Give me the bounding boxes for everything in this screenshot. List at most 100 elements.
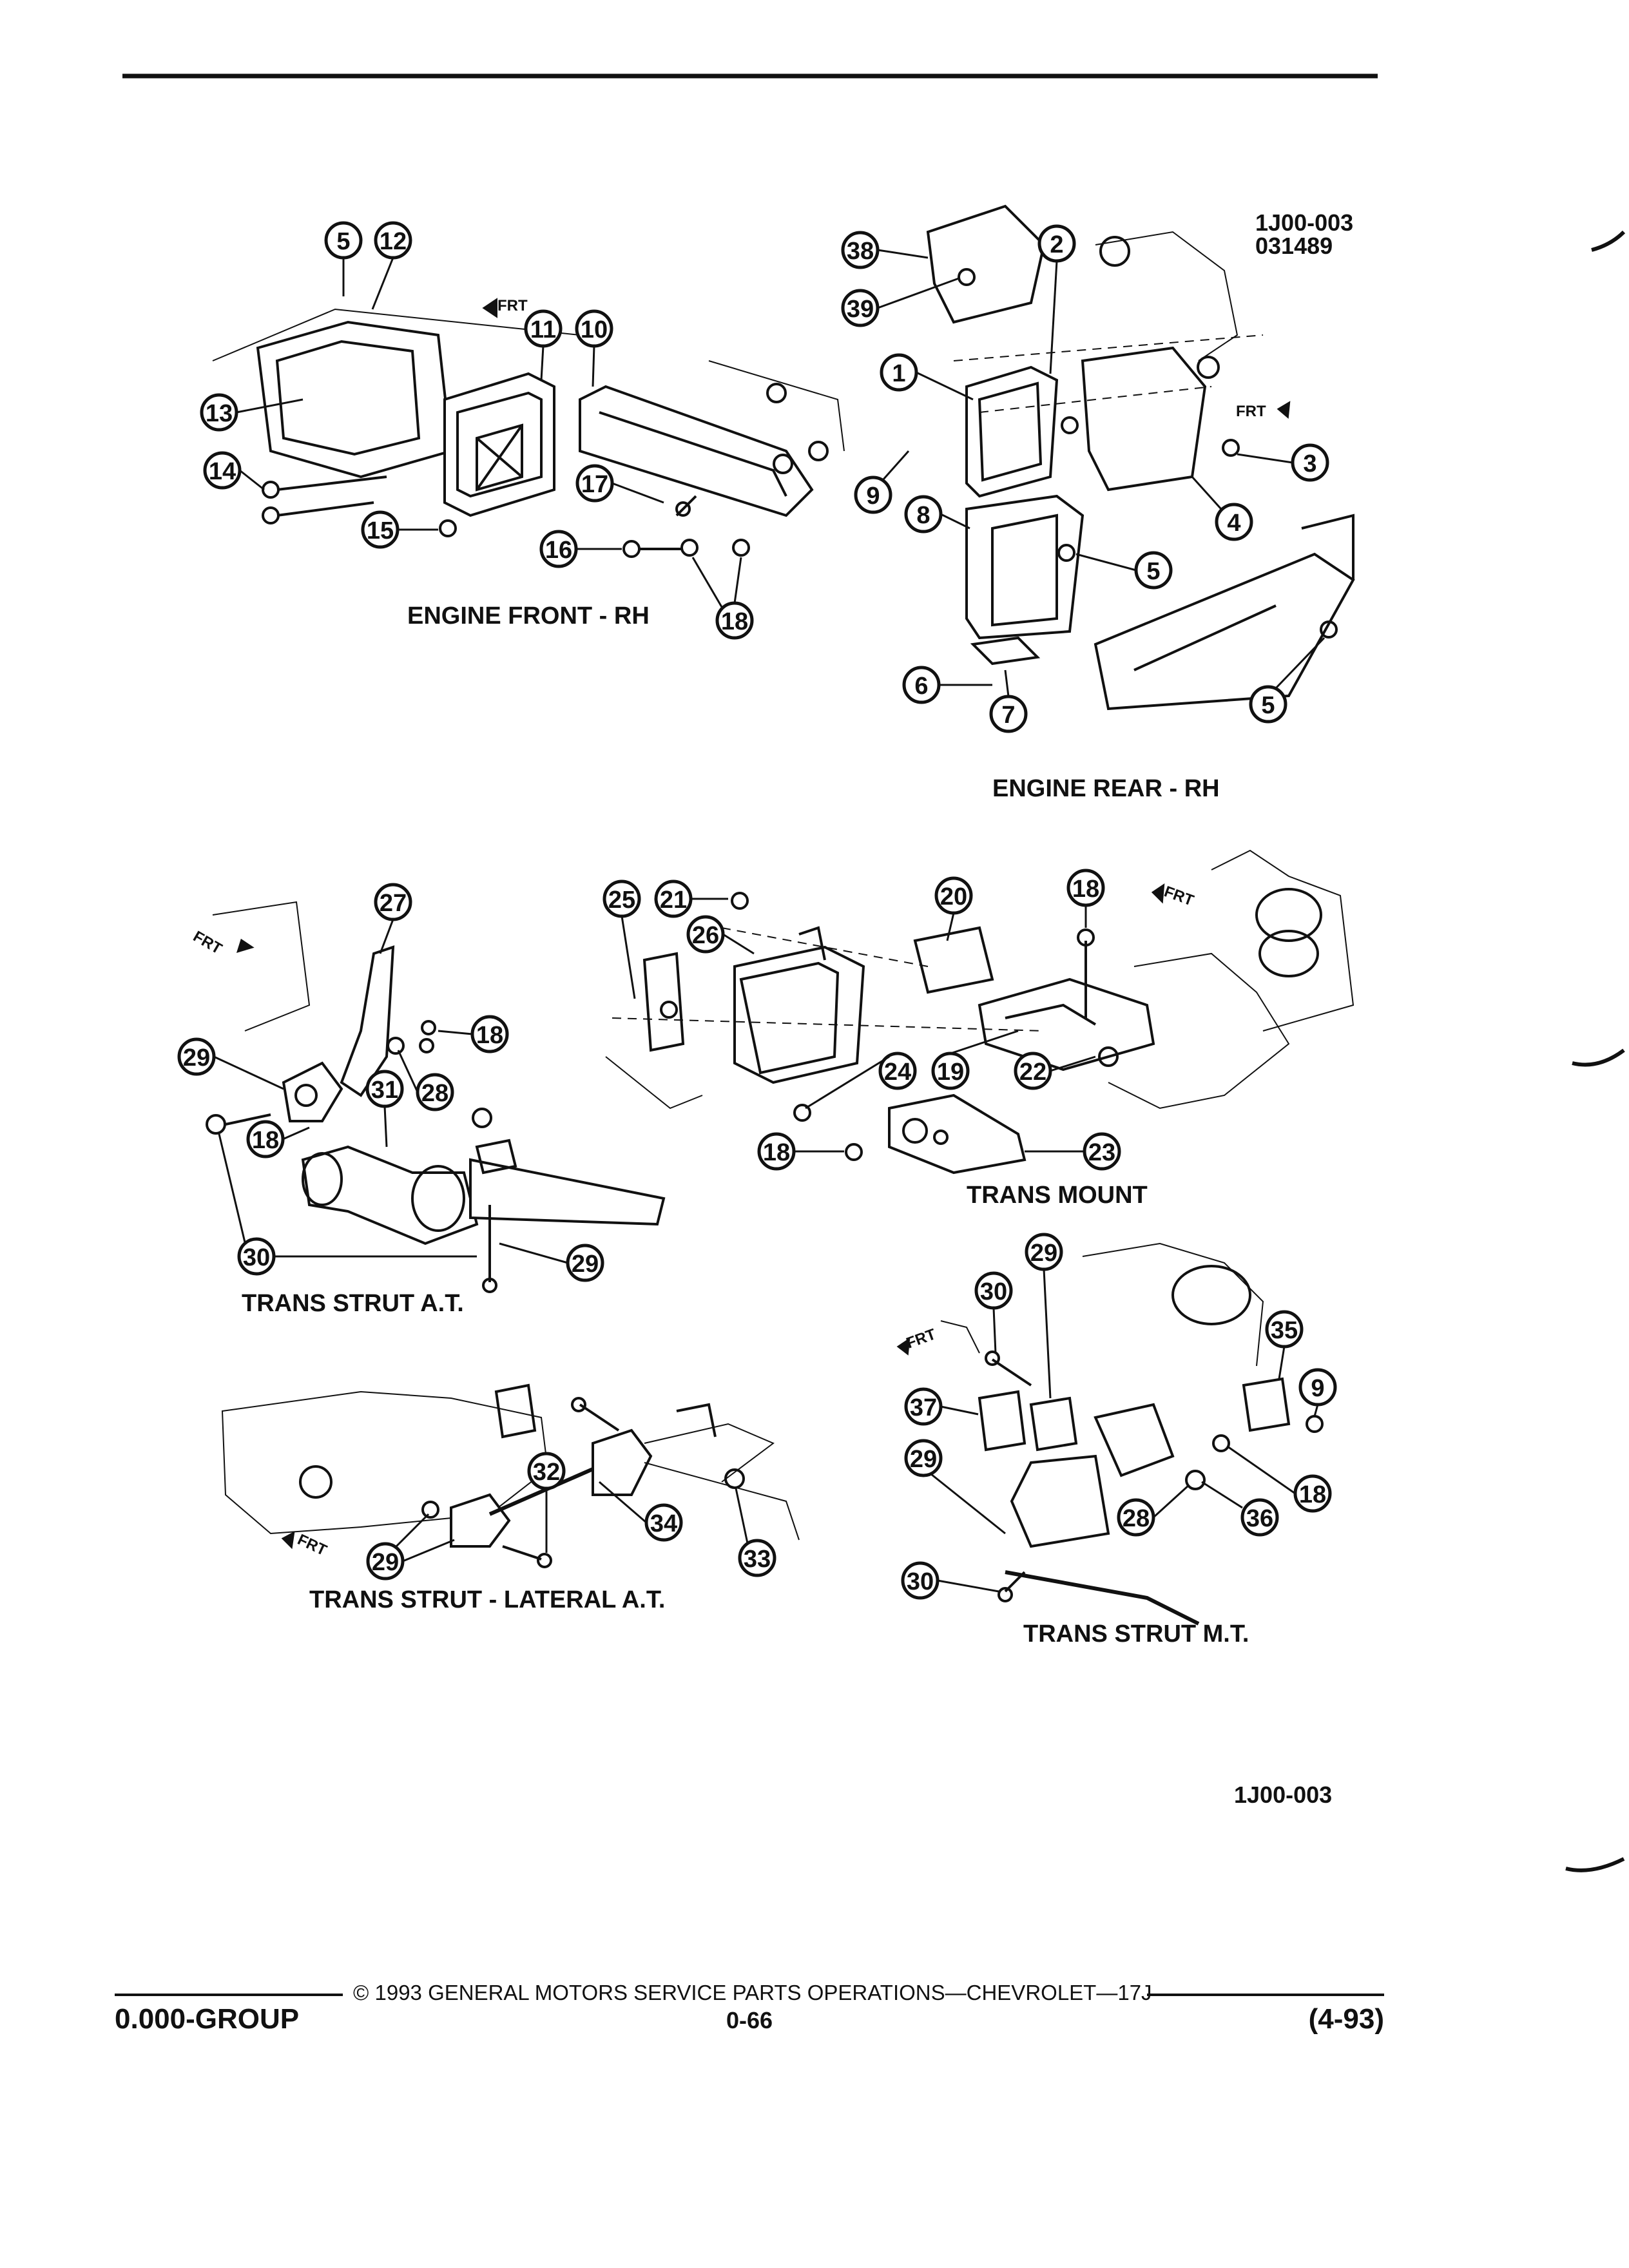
svg-text:36: 36 — [1246, 1505, 1273, 1532]
svg-text:18: 18 — [1299, 1481, 1326, 1508]
engine-rear-callouts: 38 39 2 1 9 8 3 4 5 5 6 7 — [841, 224, 1329, 733]
front-arrow-label-3: FRT — [190, 928, 225, 958]
svg-text:1: 1 — [892, 360, 905, 387]
svg-text:16: 16 — [545, 537, 572, 564]
callout-18c: 18 — [1066, 869, 1105, 907]
callout-22: 22 — [1014, 1052, 1052, 1090]
callout-32: 32 — [527, 1452, 566, 1490]
svg-text:30: 30 — [980, 1278, 1007, 1305]
callout-12: 12 — [374, 221, 412, 260]
svg-text:32: 32 — [533, 1459, 560, 1486]
callout-17: 17 — [575, 464, 614, 503]
label-engine-rear-rh: ENGINE REAR - RH — [992, 775, 1220, 802]
trans-strut-mt-callouts: 29 30 35 9 37 29 18 28 36 30 — [901, 1233, 1337, 1600]
label-trans-strut-lateral-at: TRANS STRUT - LATERAL A.T. — [309, 1586, 665, 1613]
callout-15: 15 — [361, 510, 400, 549]
callout-30c: 30 — [901, 1561, 940, 1600]
svg-text:35: 35 — [1271, 1317, 1298, 1344]
trans-strut-mt-illustration — [896, 1242, 1324, 1626]
callout-29a: 29 — [177, 1037, 216, 1076]
svg-text:29: 29 — [372, 1549, 399, 1576]
svg-text:14: 14 — [209, 458, 236, 485]
svg-text:5: 5 — [1261, 692, 1275, 719]
bottom-drawing-ref: 1J00-003 — [1234, 1782, 1332, 1808]
svg-text:17: 17 — [581, 471, 608, 498]
callout-28b: 28 — [1117, 1498, 1155, 1537]
callout-18: 18 — [715, 601, 754, 640]
front-arrow-label-4: FRT — [1162, 883, 1196, 909]
callout-20: 20 — [934, 876, 973, 915]
callout-25: 25 — [602, 879, 641, 918]
svg-text:9: 9 — [1311, 1375, 1324, 1402]
callout-2: 2 — [1037, 224, 1076, 263]
callout-29e: 29 — [904, 1439, 943, 1477]
callout-4: 4 — [1215, 503, 1253, 541]
engine-front-rh-illustration — [212, 298, 845, 558]
front-arrow-label-2: FRT — [1236, 403, 1266, 420]
svg-text:10: 10 — [581, 316, 608, 343]
svg-text:22: 22 — [1019, 1059, 1046, 1086]
svg-text:28: 28 — [421, 1080, 448, 1107]
callout-39: 39 — [841, 289, 880, 327]
svg-text:28: 28 — [1123, 1505, 1150, 1532]
svg-text:3: 3 — [1303, 450, 1316, 477]
svg-text:5: 5 — [1146, 558, 1160, 585]
callout-5: 5 — [324, 221, 363, 260]
callout-26: 26 — [686, 915, 725, 954]
svg-text:26: 26 — [692, 922, 719, 949]
drawing-date: 031489 — [1255, 233, 1333, 259]
label-trans-strut-mt: TRANS STRUT M.T. — [1023, 1620, 1249, 1648]
front-arrow-label-6: FRT — [904, 1325, 938, 1352]
svg-text:12: 12 — [380, 228, 407, 255]
trans-mount-callouts: 25 21 26 20 18 24 19 22 18 23 — [602, 869, 1121, 1171]
callout-37: 37 — [904, 1387, 943, 1426]
svg-text:23: 23 — [1088, 1139, 1115, 1166]
callout-5b: 5 — [1134, 551, 1173, 590]
callout-19: 19 — [931, 1052, 970, 1090]
label-trans-mount: TRANS MOUNT — [967, 1182, 1148, 1209]
callout-27: 27 — [374, 883, 412, 921]
svg-text:4: 4 — [1227, 510, 1240, 537]
svg-text:25: 25 — [608, 887, 635, 914]
footer-page-number: 0-66 — [726, 2007, 773, 2033]
svg-text:29: 29 — [910, 1446, 937, 1473]
svg-text:5: 5 — [336, 228, 350, 255]
callout-7: 7 — [989, 695, 1028, 733]
drawing-id: 1J00-003 — [1255, 209, 1353, 236]
callout-23: 23 — [1083, 1132, 1121, 1171]
callout-30: 30 — [237, 1237, 276, 1276]
callout-5c: 5 — [1249, 685, 1287, 724]
callout-9: 9 — [854, 476, 892, 514]
callout-1: 1 — [880, 353, 918, 392]
svg-text:18: 18 — [1072, 876, 1099, 903]
svg-text:29: 29 — [183, 1044, 210, 1072]
callout-34: 34 — [644, 1503, 683, 1542]
svg-text:2: 2 — [1050, 231, 1063, 258]
engine-front-callouts: 5 12 11 10 13 14 15 17 16 18 — [200, 221, 754, 640]
engine-rear-rh-illustration — [926, 204, 1355, 711]
callout-29c: 29 — [366, 1542, 405, 1581]
svg-text:24: 24 — [884, 1059, 911, 1086]
label-engine-front-rh: ENGINE FRONT - RH — [407, 602, 650, 629]
svg-text:30: 30 — [243, 1244, 270, 1271]
callout-13: 13 — [200, 393, 238, 432]
trans-mount-illustration — [605, 849, 1354, 1175]
callout-11: 11 — [524, 309, 563, 348]
svg-text:21: 21 — [660, 887, 687, 914]
callout-14: 14 — [203, 451, 242, 490]
callout-21: 21 — [654, 879, 693, 918]
svg-text:33: 33 — [744, 1546, 771, 1573]
svg-text:38: 38 — [847, 238, 874, 265]
svg-text:18: 18 — [252, 1127, 279, 1154]
callout-29d: 29 — [1025, 1233, 1063, 1271]
binder-marks — [1565, 230, 1626, 1872]
svg-text:19: 19 — [937, 1059, 964, 1086]
svg-text:20: 20 — [940, 883, 967, 910]
callout-30b: 30 — [974, 1271, 1013, 1310]
callout-28: 28 — [416, 1073, 454, 1111]
svg-text:9: 9 — [866, 483, 880, 510]
svg-text:34: 34 — [650, 1510, 677, 1537]
svg-text:7: 7 — [1001, 702, 1015, 729]
trans-strut-lateral-illustration — [221, 1383, 800, 1568]
